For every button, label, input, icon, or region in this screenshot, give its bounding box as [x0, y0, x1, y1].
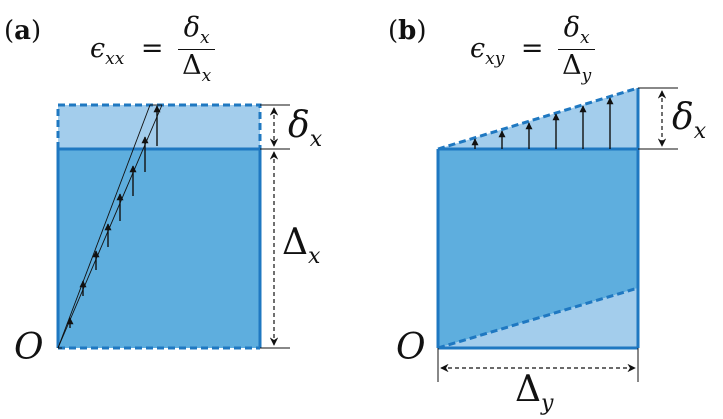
slanted-guide-left — [57, 104, 151, 349]
origin-label-a: O — [14, 327, 44, 368]
original-block — [58, 149, 260, 348]
sheared-bottom-edge — [437, 286, 639, 350]
label-delta-x-right: δx — [672, 97, 707, 144]
panel-label-b: (b) — [388, 16, 427, 46]
origin-label-b: O — [396, 327, 426, 368]
equation-normal-strain: ϵxx = δx Δx — [90, 14, 216, 85]
panel-label-a: (a) — [4, 16, 42, 46]
label-Delta-y-bottom: Δy — [515, 369, 554, 416]
panel-a-figure — [56, 103, 290, 350]
label-delta-x-top: δx — [288, 105, 323, 152]
label-Delta-x-side: Δx — [282, 222, 321, 269]
equation-shear-strain: ϵxy = δx Δy — [470, 14, 596, 85]
sheared-block — [438, 149, 638, 348]
sheared-top-edge — [437, 86, 639, 151]
panel-b-figure — [436, 86, 678, 382]
